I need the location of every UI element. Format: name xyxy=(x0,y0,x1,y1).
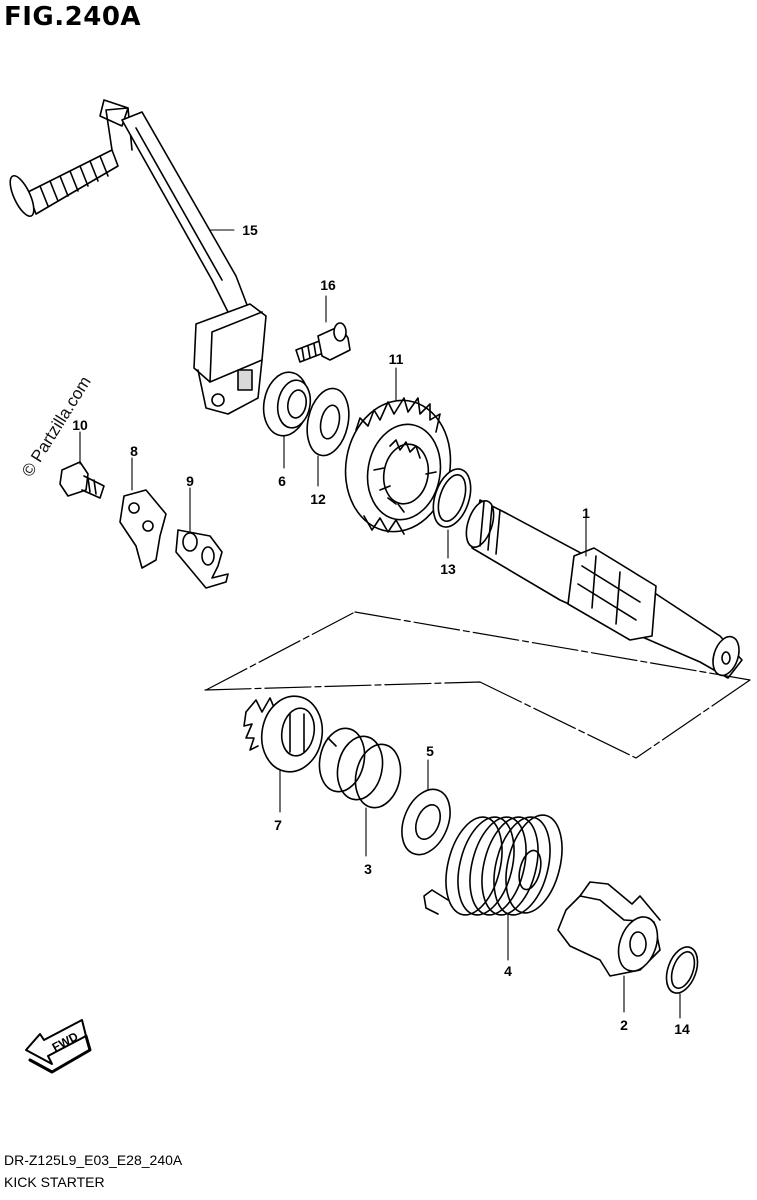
callout-9[interactable]: 9 xyxy=(186,473,194,489)
kick-shaft-1-part[interactable] xyxy=(461,497,743,679)
callout-11[interactable]: 11 xyxy=(389,351,404,367)
callout-2[interactable]: 2 xyxy=(620,1017,628,1033)
driven-gear-7-part[interactable] xyxy=(243,691,328,776)
return-spring-4-part[interactable] xyxy=(423,809,571,921)
bolt-10-part[interactable] xyxy=(59,461,105,499)
callout-10[interactable]: 10 xyxy=(72,417,88,433)
figure-title: FIG.240A xyxy=(4,2,142,32)
assembly-outline xyxy=(204,611,751,759)
circlip-14-part[interactable] xyxy=(661,943,704,998)
callout-7[interactable]: 7 xyxy=(274,817,282,833)
callout-8[interactable]: 8 xyxy=(130,443,138,459)
callout-12[interactable]: 12 xyxy=(310,491,326,507)
fwd-arrow-icon: FWD xyxy=(25,1019,92,1074)
callout-6[interactable]: 6 xyxy=(278,473,286,489)
diagram-name: KICK STARTER xyxy=(4,1174,105,1190)
circlip-13-part[interactable] xyxy=(427,464,478,532)
callout-1[interactable]: 1 xyxy=(582,505,590,521)
plate-8-part[interactable] xyxy=(119,489,167,569)
callout-13[interactable]: 13 xyxy=(440,561,456,577)
spring-3-part[interactable] xyxy=(314,724,406,812)
callout-labels: 1 2 3 4 5 6 7 8 9 10 11 12 13 14 15 16 xyxy=(72,222,690,1037)
diagram-code: DR-Z125L9_E03_E28_240A xyxy=(4,1152,183,1168)
stopper-9-part[interactable] xyxy=(175,529,229,589)
bolt-16-part[interactable] xyxy=(295,322,351,363)
kick-lever-part[interactable] xyxy=(5,99,267,415)
oil-seal-6-part[interactable] xyxy=(259,369,314,440)
callout-14[interactable]: 14 xyxy=(674,1021,690,1037)
callout-16[interactable]: 16 xyxy=(320,277,336,293)
guide-2-part[interactable] xyxy=(557,881,664,977)
callout-5[interactable]: 5 xyxy=(426,743,434,759)
washer-5-part[interactable] xyxy=(393,782,459,862)
callout-4[interactable]: 4 xyxy=(504,963,512,979)
callout-leaders xyxy=(79,229,681,1019)
washer-12-part[interactable] xyxy=(301,385,354,460)
callout-3[interactable]: 3 xyxy=(364,861,372,877)
kick-gear-11-part[interactable] xyxy=(335,392,460,540)
callout-15[interactable]: 15 xyxy=(242,222,258,238)
